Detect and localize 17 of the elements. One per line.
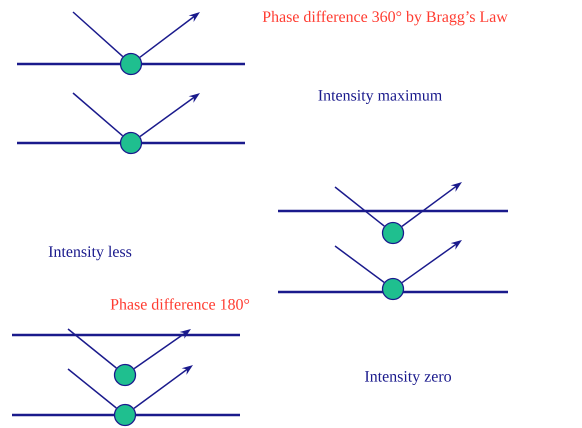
annotation: Phase difference 180° [110, 298, 250, 310]
atom [120, 132, 142, 154]
ray-line [68, 368, 117, 409]
annotation: Phase difference 360° by Bragg’s Law [262, 10, 508, 26]
atom [382, 222, 404, 244]
annotation: Intensity maximum [318, 90, 442, 104]
atom [120, 52, 142, 76]
ray-line [72, 92, 124, 136]
ray-line [334, 245, 384, 283]
annotation: Intensity less [48, 246, 132, 260]
ray-line [334, 186, 385, 227]
atom [114, 364, 136, 386]
ray-line [72, 11, 124, 58]
atom [382, 278, 404, 300]
annotation: Intensity zero [364, 371, 451, 385]
atom [114, 404, 136, 426]
ray-line [68, 328, 117, 369]
